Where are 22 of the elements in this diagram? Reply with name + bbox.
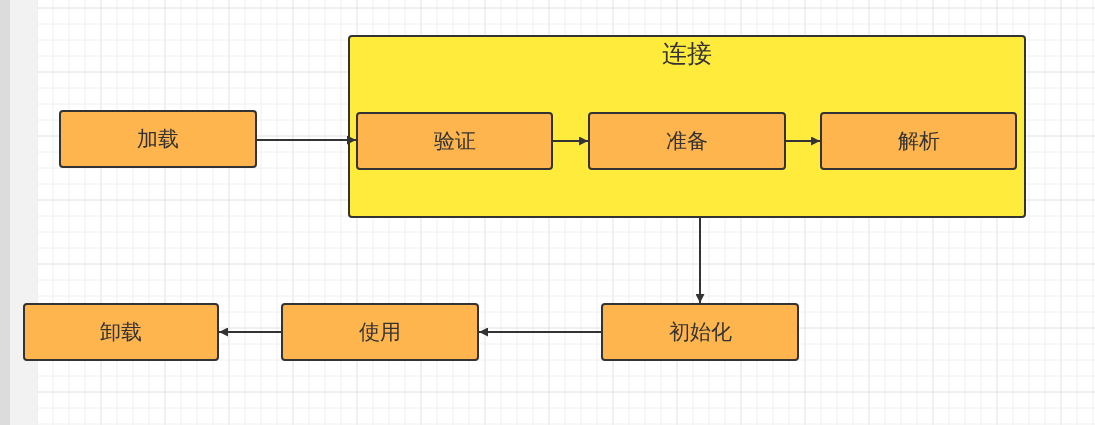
box-label: 加载 <box>137 126 179 153</box>
arrow <box>218 327 282 337</box>
process-box <box>23 303 219 361</box>
arrow <box>785 136 821 146</box>
process-box <box>601 303 799 361</box>
group-box <box>348 35 1026 218</box>
box-label: 准备 <box>666 128 708 155</box>
process-box <box>820 112 1017 170</box>
group-title: 连接 <box>662 38 712 70</box>
box-label: 卸载 <box>100 319 142 346</box>
arrow <box>478 327 602 337</box>
box-label: 使用 <box>359 319 401 346</box>
box-label: 解析 <box>897 128 940 155</box>
process-box <box>356 112 553 170</box>
arrow <box>695 217 705 304</box>
arrow <box>552 136 589 146</box>
arrow <box>256 135 357 145</box>
box-label: 验证 <box>433 128 476 155</box>
process-box <box>59 110 257 168</box>
box-label: 初始化 <box>668 319 732 346</box>
process-box <box>281 303 479 361</box>
process-box <box>588 112 786 170</box>
